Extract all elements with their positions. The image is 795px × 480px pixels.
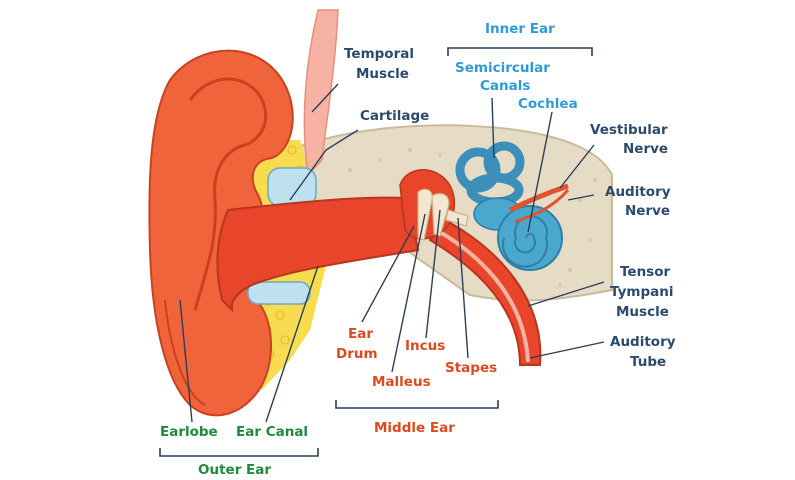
auricle-fold: [188, 77, 268, 311]
label-semicircular-line2: Canals: [480, 78, 530, 94]
leader-ear-canal: [265, 265, 319, 423]
earlobe-shape: [164, 299, 206, 406]
leader-stapes: [457, 217, 469, 359]
label-earlobe: Earlobe: [160, 424, 218, 440]
label-incus: Incus: [405, 338, 445, 354]
label-vestibular-line2: Nerve: [623, 141, 668, 157]
label-ear-drum-line1: Ear: [348, 326, 373, 342]
inner-ear-bracket: [447, 47, 593, 56]
leader-auditory-tube: [529, 341, 605, 359]
label-auditory-tube-line2: Tube: [630, 354, 666, 370]
label-cartilage: Cartilage: [360, 108, 429, 124]
label-outer-ear: Outer Ear: [198, 462, 271, 478]
leader-earlobe: [179, 299, 193, 423]
auditory-tube: [428, 218, 542, 366]
temporal-muscle: [303, 9, 339, 177]
ear-illustration: [148, 9, 613, 417]
incus-bone: [431, 193, 450, 237]
label-auditory-nerve-line2: Nerve: [625, 203, 670, 219]
label-tensor-line2: Tympani: [610, 284, 674, 300]
leader-cochlea: [527, 111, 553, 233]
label-semicircular-line1: Semicircular: [455, 60, 550, 76]
leader-vestibular-nerve: [559, 144, 595, 189]
leader-ear-drum: [361, 225, 415, 323]
label-middle-ear: Middle Ear: [374, 420, 455, 436]
outer-ear-bracket: [159, 448, 319, 457]
label-ear-drum-line2: Drum: [336, 346, 378, 362]
leader-auditory-nerve: [567, 194, 595, 201]
nerve-bundle: [508, 183, 569, 213]
leader-malleus: [391, 213, 426, 373]
label-temporal-line2: Muscle: [356, 66, 409, 82]
tensor-tympani-muscle: [438, 230, 530, 363]
leader-incus: [425, 209, 441, 339]
label-inner-ear: Inner Ear: [485, 21, 555, 37]
label-ear-canal: Ear Canal: [236, 424, 308, 440]
label-tensor-line1: Tensor: [620, 264, 670, 280]
leader-tensor-tympani: [527, 281, 605, 307]
label-cochlea: Cochlea: [518, 96, 578, 112]
label-auditory-tube-line1: Auditory: [610, 334, 676, 350]
label-malleus: Malleus: [372, 374, 431, 390]
label-stapes: Stapes: [445, 360, 497, 376]
middle-ear-bracket: [335, 400, 499, 409]
semicircular-canal-1: [455, 147, 501, 193]
label-tensor-line3: Muscle: [616, 304, 669, 320]
cartilage-piece-lower: [247, 281, 311, 305]
stapes-bone: [445, 209, 469, 227]
leader-temporal-muscle: [311, 83, 339, 113]
leader-semicircular-canals: [491, 97, 495, 159]
leader-cartilage: [289, 129, 359, 201]
label-auditory-nerve-line1: Auditory: [605, 184, 671, 200]
ear-canal: [216, 196, 420, 314]
label-vestibular-line1: Vestibular: [590, 122, 668, 138]
leader-lines: [179, 83, 605, 423]
label-temporal-line1: Temporal: [344, 46, 414, 62]
nerve-branch: [514, 189, 570, 224]
bone-texture: [348, 148, 597, 287]
inner-ear-structure: [455, 141, 563, 271]
